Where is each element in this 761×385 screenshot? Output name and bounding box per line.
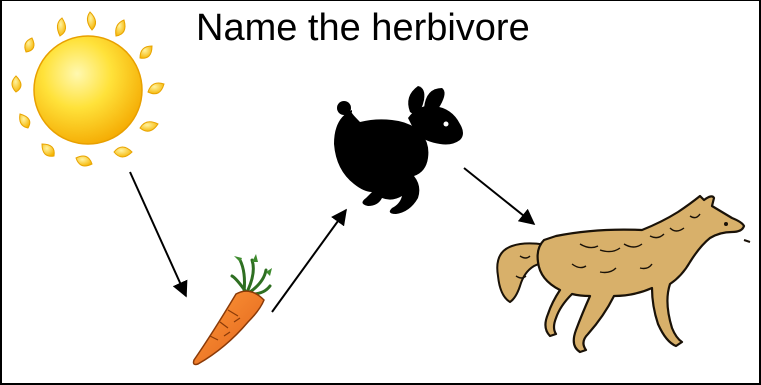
arrow-rabbit-to-wolf [464,168,534,224]
rabbit-icon [334,86,463,214]
wolf-icon [497,196,750,352]
carrot-icon [194,254,273,365]
sun-icon [12,12,164,166]
food-chain-arrows [130,168,534,312]
arrow-sun-to-carrot [130,172,186,296]
arrow-carrot-to-rabbit [272,210,346,312]
